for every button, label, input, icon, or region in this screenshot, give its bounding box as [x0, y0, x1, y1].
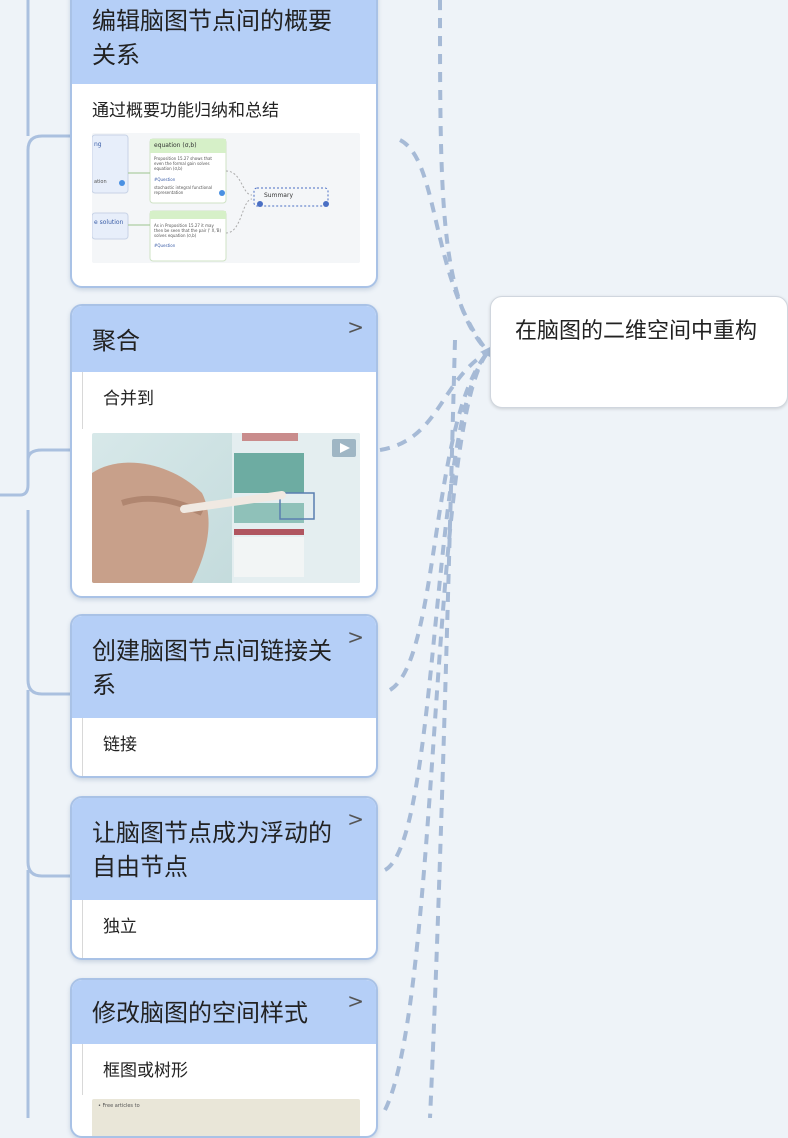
node-note: 合并到: [82, 372, 376, 429]
node-card-float[interactable]: 让脑图节点成为浮动的自由节点 > 独立: [70, 796, 378, 960]
node-note: 通过概要功能归纳和总结: [92, 101, 279, 121]
merge-video-thumbnail[interactable]: [92, 433, 360, 583]
topic-node-restructure[interactable]: 在脑图的二维空间中重构: [490, 296, 788, 408]
overview-thumbnail[interactable]: ng ation e solution equation (σ,b) Propo…: [92, 133, 360, 263]
chevron-right-icon[interactable]: >: [347, 989, 364, 1013]
thumb-node-tag: #Question: [154, 243, 176, 248]
chevron-right-icon[interactable]: >: [347, 315, 364, 339]
thumb-node-text: stochastic integral functional: [154, 185, 213, 190]
chevron-right-icon[interactable]: >: [347, 625, 364, 649]
thumb-node-text: even the formal gain solves: [154, 161, 210, 166]
thumb-node-text: then be seen that the pair (' X,'B): [154, 228, 222, 233]
node-note: 链接: [82, 718, 376, 776]
thumb-node-text: As in Proposition 15.27 it may: [154, 223, 214, 228]
thumb-left-label: e solution: [94, 219, 124, 226]
thumb-node-text: Proposition 15.27 shows that: [154, 156, 212, 161]
thumb-summary-label: Summary: [264, 192, 293, 199]
node-title: 修改脑图的空间样式: [92, 999, 308, 1027]
node-note: 独立: [82, 900, 376, 958]
node-card-style[interactable]: 修改脑图的空间样式 > 框图或树形 • Free articles to: [70, 978, 378, 1138]
node-title: 让脑图节点成为浮动的自由节点: [92, 819, 332, 881]
node-note: 框图或树形: [82, 1044, 376, 1095]
thumb-node-tag: #Question: [154, 177, 176, 182]
thumb-node-text: representation: [154, 190, 184, 195]
node-title: 聚合: [92, 327, 140, 355]
thumb-caption: • Free articles to: [98, 1103, 140, 1109]
node-title: 编辑脑图节点间的概要关系: [72, 0, 376, 84]
node-card-overview[interactable]: 编辑脑图节点间的概要关系 通过概要功能归纳和总结 ng ation e solu…: [70, 0, 378, 288]
node-title: 创建脑图节点间链接关系: [92, 637, 332, 699]
thumb-left-label: ng: [94, 141, 102, 148]
thumb-node-text: solves equation (σ,b): [154, 233, 197, 238]
chevron-right-icon[interactable]: >: [347, 807, 364, 831]
thumb-node-title: equation (σ,b): [154, 142, 197, 149]
tablet-photo-image: [92, 433, 360, 583]
node-card-link[interactable]: 创建脑图节点间链接关系 > 链接: [70, 614, 378, 778]
style-thumbnail[interactable]: • Free articles to: [92, 1099, 360, 1136]
node-card-merge[interactable]: 聚合 > 合并到: [70, 304, 378, 598]
summary-diagram-image: [92, 134, 329, 262]
thumb-node-text: equation (σ,b): [154, 166, 183, 171]
thumb-left-label: ation: [94, 179, 107, 185]
topic-text: 在脑图的二维空间中重构: [515, 319, 758, 344]
